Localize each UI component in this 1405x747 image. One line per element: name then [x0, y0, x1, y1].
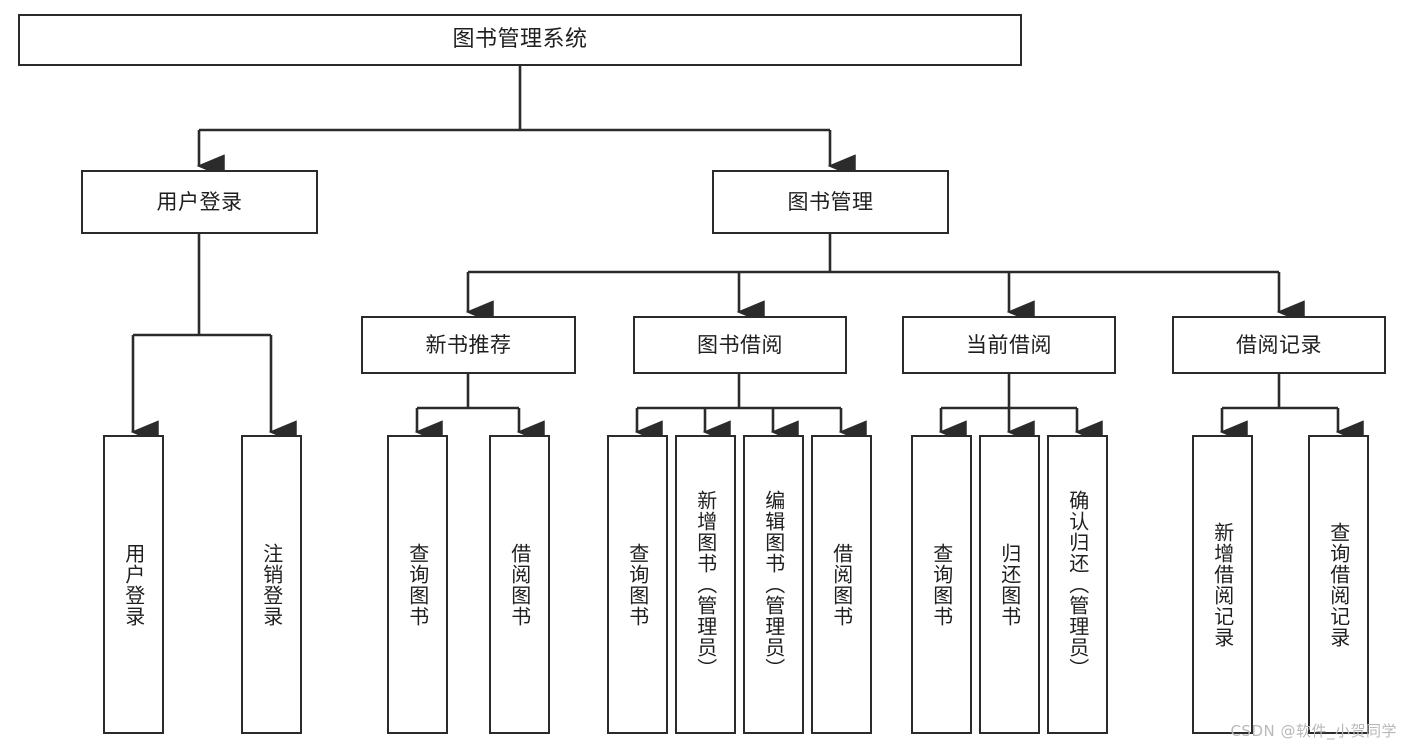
node-new-book-recommend-label: 新书推荐: [425, 332, 512, 357]
node-user-login-label: 用户登录: [156, 189, 243, 214]
node-current-borrow-label: 当前借阅: [966, 332, 1052, 357]
leaf-book-borrow-3[interactable]: 借阅图书: [811, 435, 872, 734]
leaf-new-book-0[interactable]: 查询图书: [387, 435, 448, 734]
leaf-book-borrow-1-label: 新增图书（管理员）: [693, 490, 718, 679]
node-book-manage[interactable]: 图书管理: [712, 170, 949, 234]
leaf-current-borrow-0-label: 查询图书: [929, 542, 954, 627]
node-borrow-record[interactable]: 借阅记录: [1172, 316, 1386, 374]
leaf-book-borrow-0-label: 查询图书: [625, 542, 650, 627]
leaf-user-login-1[interactable]: 注销登录: [241, 435, 302, 734]
leaf-book-borrow-1[interactable]: 新增图书（管理员）: [675, 435, 736, 734]
leaf-borrow-record-1-label: 查询借阅记录: [1326, 521, 1351, 648]
leaf-borrow-record-0[interactable]: 新增借阅记录: [1192, 435, 1253, 734]
node-borrow-record-label: 借阅记录: [1236, 332, 1322, 357]
leaf-current-borrow-0[interactable]: 查询图书: [911, 435, 972, 734]
node-root-label: 图书管理系统: [452, 27, 588, 53]
node-root[interactable]: 图书管理系统: [18, 14, 1022, 66]
leaf-borrow-record-0-label: 新增借阅记录: [1210, 521, 1235, 648]
leaf-new-book-1-label: 借阅图书: [507, 542, 532, 627]
node-new-book-recommend[interactable]: 新书推荐: [361, 316, 576, 374]
leaf-user-login-1-label: 注销登录: [259, 542, 284, 627]
leaf-new-book-0-label: 查询图书: [405, 542, 430, 627]
node-book-borrow-label: 图书借阅: [697, 332, 783, 357]
leaf-new-book-1[interactable]: 借阅图书: [489, 435, 550, 734]
node-book-manage-label: 图书管理: [787, 189, 874, 214]
leaf-book-borrow-2[interactable]: 编辑图书（管理员）: [743, 435, 804, 734]
node-book-borrow[interactable]: 图书借阅: [633, 316, 847, 374]
leaf-current-borrow-2[interactable]: 确认归还（管理员）: [1047, 435, 1108, 734]
leaf-current-borrow-1[interactable]: 归还图书: [979, 435, 1040, 734]
leaf-current-borrow-2-label: 确认归还（管理员）: [1065, 490, 1090, 679]
node-current-borrow[interactable]: 当前借阅: [902, 316, 1116, 374]
watermark: CSDN @软件_小贺同学: [1230, 722, 1397, 740]
leaf-book-borrow-3-label: 借阅图书: [829, 542, 854, 627]
leaf-book-borrow-0[interactable]: 查询图书: [607, 435, 668, 734]
node-user-login[interactable]: 用户登录: [81, 170, 318, 234]
leaf-user-login-0-label: 用户登录: [121, 542, 146, 627]
leaf-user-login-0[interactable]: 用户登录: [103, 435, 164, 734]
leaf-borrow-record-1[interactable]: 查询借阅记录: [1308, 435, 1369, 734]
leaf-book-borrow-2-label: 编辑图书（管理员）: [761, 490, 786, 679]
leaf-current-borrow-1-label: 归还图书: [997, 542, 1022, 627]
